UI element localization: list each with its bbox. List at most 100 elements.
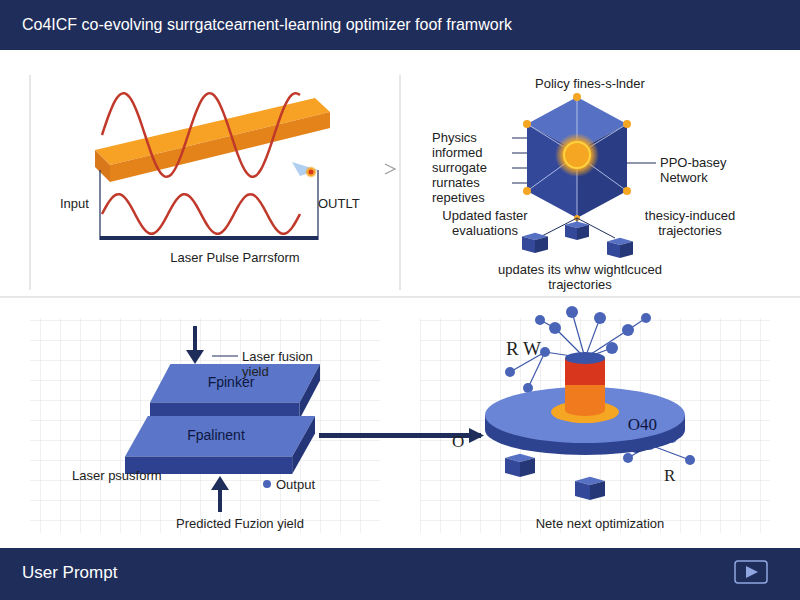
optimizer-network-part-part (575, 481, 590, 500)
label-text: Nete next optimization (500, 516, 700, 531)
disc-outline-part (565, 358, 605, 410)
laser-slab-part (95, 150, 110, 182)
label-text: Input (60, 196, 105, 211)
label-text: R W (506, 338, 556, 360)
optimizer-network-part-part (594, 312, 606, 324)
model-slab: Fpalinent (125, 416, 315, 474)
surrogate-panel-part (218, 488, 222, 512)
policy-cube (512, 93, 656, 258)
label-text: O (452, 432, 477, 452)
policy-cube-part-part (565, 225, 577, 240)
optimizer-network-part-part (535, 315, 545, 325)
surrogate-panel-part (212, 356, 238, 357)
surrogate-panel-part (193, 326, 197, 352)
slab-outline (150, 364, 320, 419)
footer-band-part (746, 566, 758, 578)
footer-band-part (735, 561, 767, 583)
header-band (0, 0, 800, 50)
optimizer-network-part-part (505, 458, 520, 477)
policy-cube-part (522, 221, 633, 258)
node-label: O40 (628, 415, 657, 435)
laser-slab-part (102, 194, 300, 234)
slab-outline-part (300, 364, 320, 419)
disc-outline-part (565, 404, 605, 416)
panel-frames-part (30, 318, 380, 533)
surrogate-panel-part (263, 480, 271, 488)
optimizer-network-part-part (566, 306, 578, 318)
policy-cube-part-part (512, 138, 527, 139)
label-text: Policy fines-s-lnder (515, 76, 665, 91)
optimizer-network-part-part (572, 312, 585, 358)
label-text: Updated faster evaluations (430, 208, 540, 238)
label-text: User Prompt (22, 563, 222, 583)
policy-cube-part (512, 138, 656, 238)
panel-frames-part (30, 75, 31, 290)
label-text: Predicted Fuzion yield (140, 516, 340, 531)
panel-frames-part (400, 75, 401, 290)
policy-cube-part-part (512, 168, 527, 169)
surrogate-panel-part (186, 350, 204, 364)
title-text: Co4ICF co-evolving surrgatcearnent-learn… (22, 16, 512, 34)
laser-slab-part (102, 93, 300, 177)
optimizer-network-part-part (606, 342, 618, 354)
policy-cube-part (564, 142, 590, 168)
panel-frames (0, 75, 800, 533)
policy-cube-part-part (577, 225, 589, 240)
label-text: Laser fusion yield (242, 349, 342, 379)
model-slab: Fpinker (150, 364, 320, 419)
label-text: Physics informed surrogate rurnates repe… (432, 130, 507, 205)
policy-cube-part-part (535, 236, 548, 253)
label-text: Laser psusform (72, 468, 182, 483)
policy-cube-part (527, 97, 627, 218)
laser-slab-part (305, 166, 317, 178)
policy-cube-part-part (522, 236, 535, 253)
policy-cube-part-part (512, 183, 527, 184)
node-label: Fpalinent (187, 427, 245, 443)
footer-band-part (0, 548, 800, 600)
slab-outline-part (150, 364, 320, 403)
policy-cube-part-part (607, 241, 620, 258)
policy-cube-part (555, 133, 599, 177)
optimizer-network-part-part (641, 313, 651, 323)
optimizer-network-part-part (685, 455, 695, 465)
disc-outline-part (551, 401, 619, 423)
label-text: R (664, 466, 689, 486)
footer-band (0, 548, 800, 600)
optimizer-network-part-part (549, 322, 561, 334)
optimizer-network-part-part (585, 318, 600, 358)
label-text: Laser Pulse Parrsform (140, 250, 330, 265)
policy-cube-part-part (523, 187, 531, 195)
panel-frames-part (0, 297, 800, 298)
laser-slab-part (110, 112, 330, 182)
policy-cube-part-part (623, 187, 631, 195)
optimizer-network-part-part (590, 481, 605, 500)
optimizer-network-part-part (622, 324, 634, 336)
laser-slab (95, 93, 330, 240)
panel-frames-part (385, 164, 395, 174)
policy-cube-part (523, 93, 631, 221)
policy-cube-part-part (523, 120, 531, 128)
slab-outline-part (125, 416, 315, 457)
panel-frames-part (420, 318, 770, 533)
disc-outline-part (565, 352, 605, 364)
policy-cube-part-part (623, 120, 631, 128)
label-text: updates its whw wightlcuced trajectories (480, 262, 680, 292)
policy-cube-part-part (512, 153, 527, 154)
optimizer-network-part-part (520, 458, 535, 477)
label-text: Output (276, 477, 346, 492)
header-band-part (0, 0, 800, 50)
optimizer-network-part-part (540, 347, 550, 357)
slab-outline-part (292, 416, 315, 474)
label-text: PPO-basey Network (660, 155, 760, 185)
label-text: thesicy-induced trajectories (630, 208, 750, 238)
optimizer-network-part-part (505, 367, 515, 377)
laser-slab-part (100, 236, 318, 240)
laser-slab-part (309, 170, 314, 175)
policy-cube-part-part (627, 163, 656, 164)
slab-outline (125, 416, 315, 474)
